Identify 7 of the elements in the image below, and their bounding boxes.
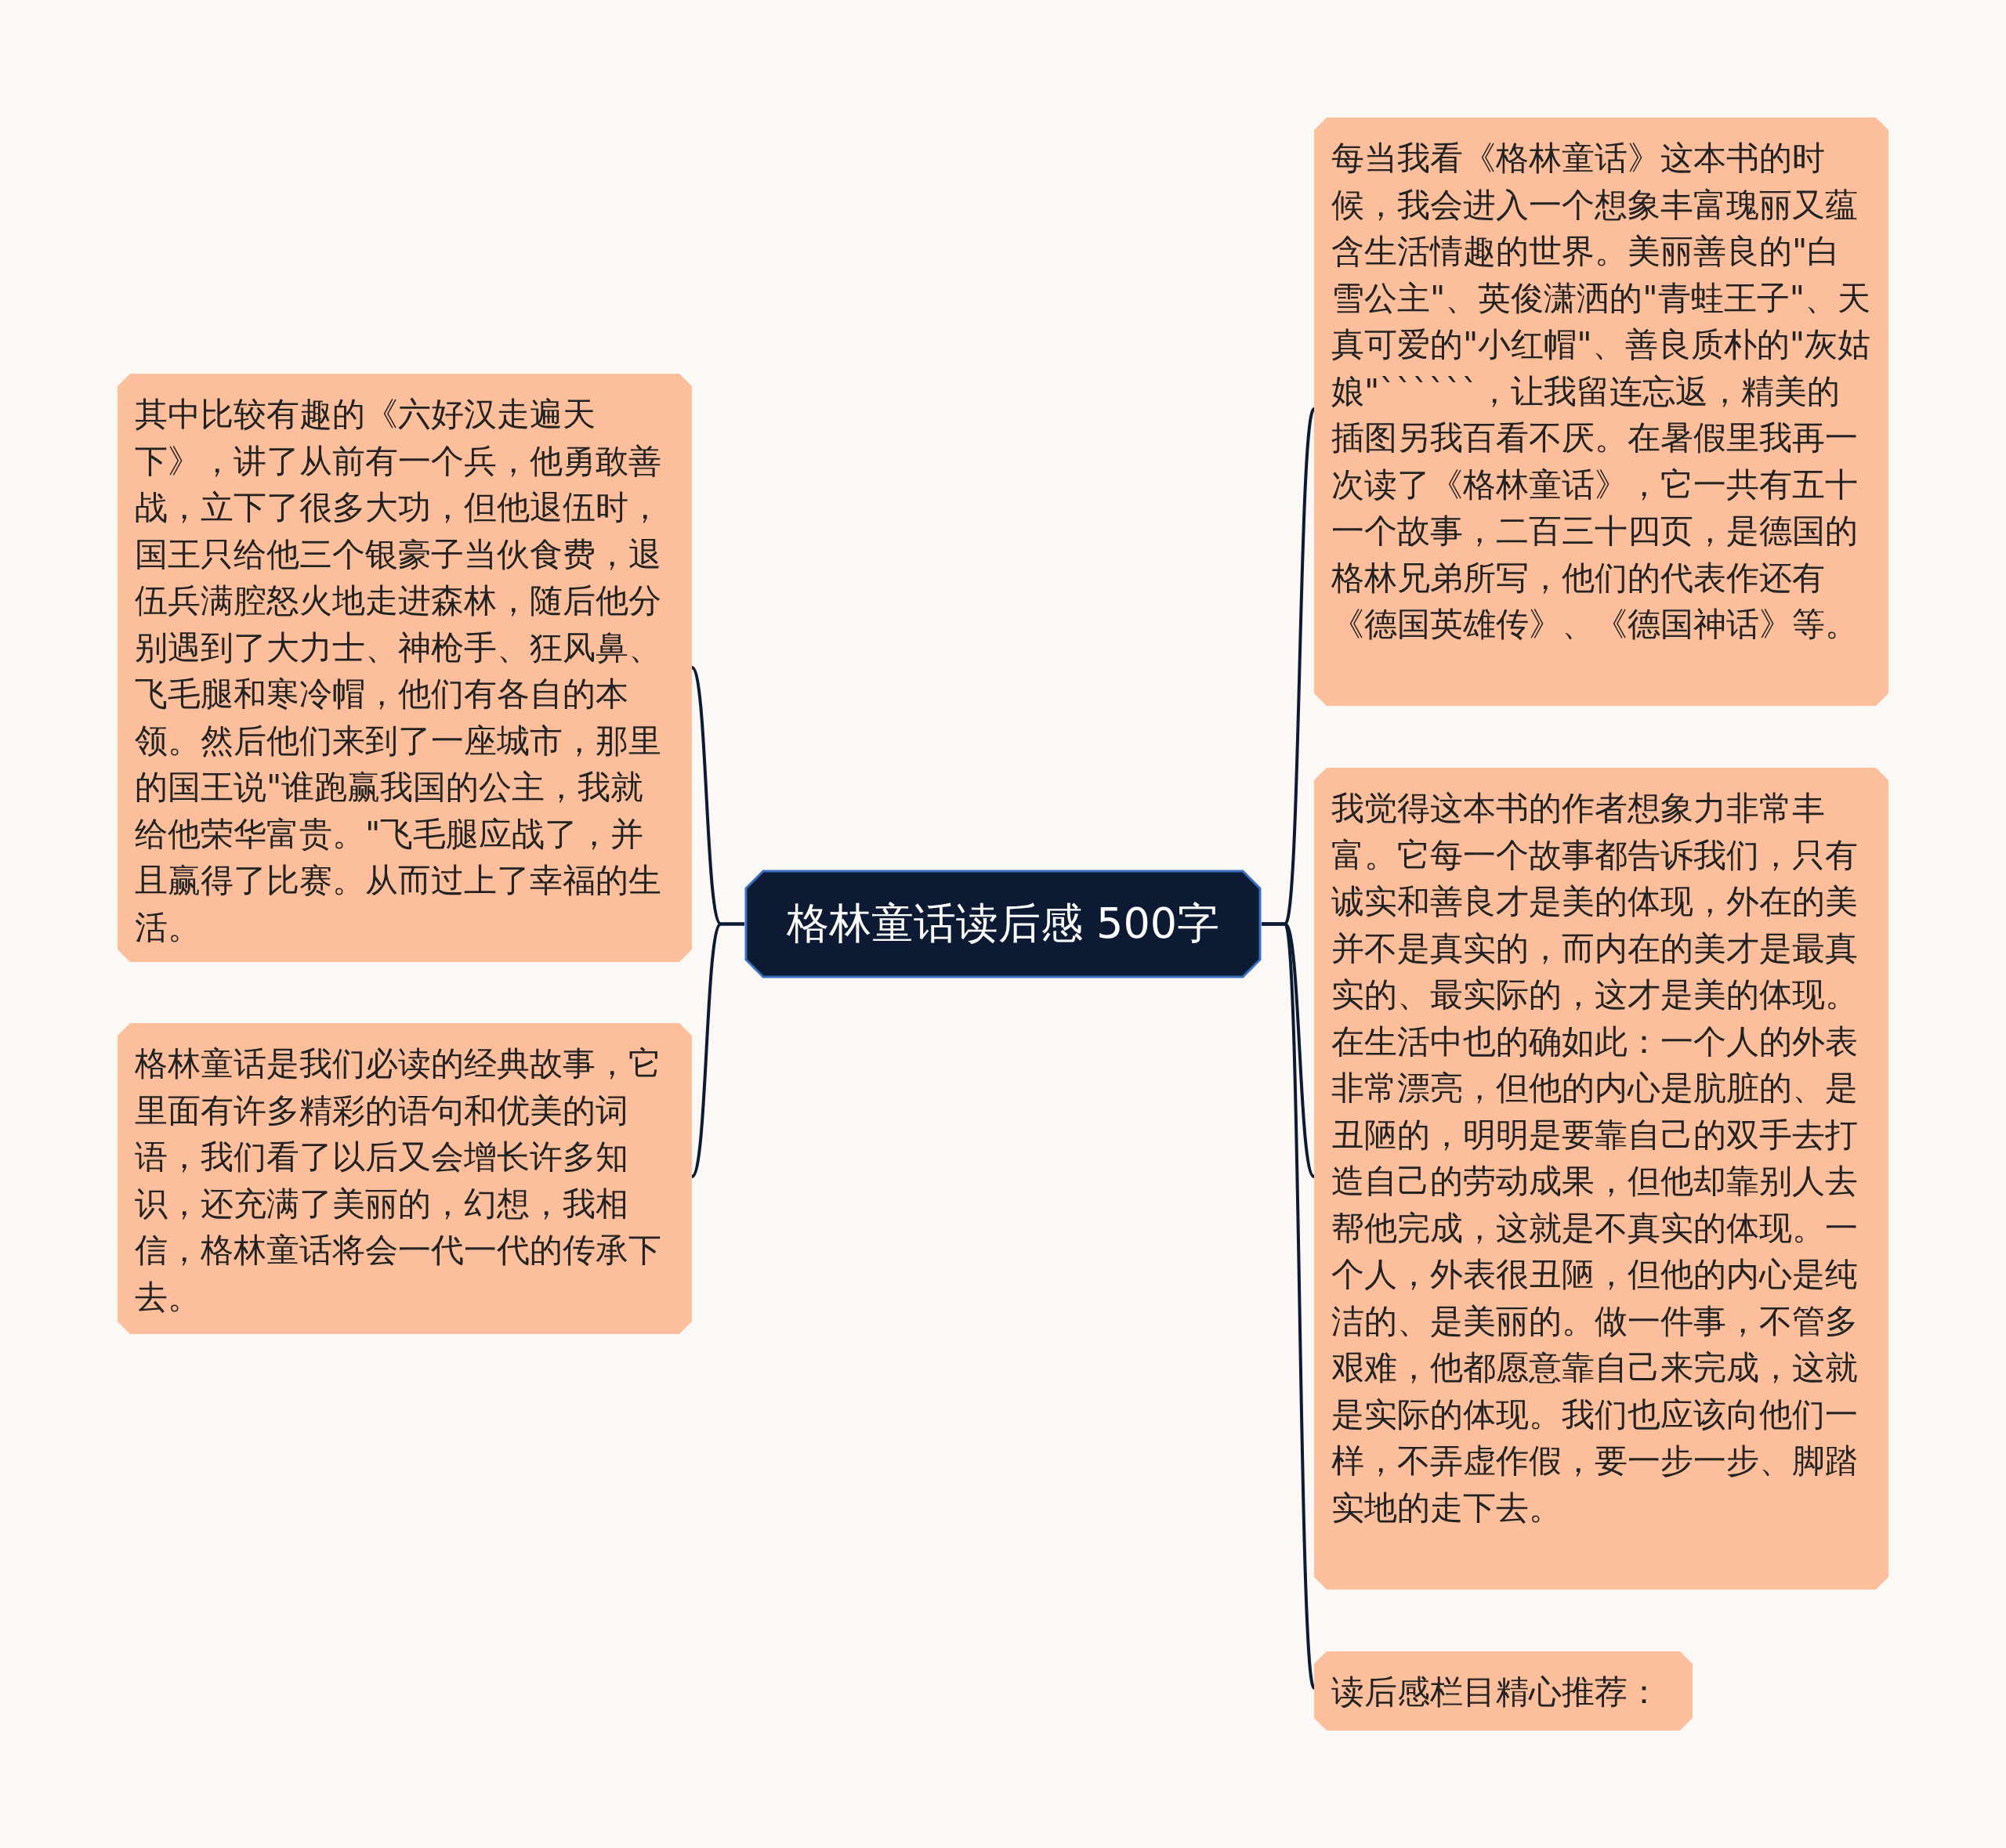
- topic-box: 我觉得这本书的作者想象力非常丰富。它每一个故事都告诉我们，只有诚实和善良才是美的体现，外在的美并不是真实的，而内在的美才是最真实的、最实际的，这才是美的体现。在生活中也的确如此：一个人的外表非常漂亮，但他的内心是肮脏的、是丑陋的，明明是要靠自己的双手去打造自己的劳动成果，但他却靠别人去帮他完成，这就是不真实的体现。一个人，外表很丑陋，但他的内心是纯洁的、是美丽的。做一件事，不管多艰难，他都愿意靠自己来完成，这就是实际的体现。我们也应该向他们一样，不弄虚作假，要一步一步、脚踏实地的走下去。: [1314, 768, 1888, 1589]
- topic-box: 格林童话是我们必读的经典故事，它里面有许多精彩的语句和优美的词语，我们看了以后又会增长许多知识，还充满了美丽的，幻想，我相信，格林童话将会一代一代的传承下去。: [118, 1023, 692, 1334]
- topic-box: 其中比较有趣的《六好汉走遍天下》，讲了从前有一个兵，他勇敢善战，立下了很多大功，但他退伍时，国王只给他三个银豪子当伙食费，退伍兵满腔怒火地走进森林，随后他分别遇到了大力士、神枪手、狂风鼻、飞毛腿和寒冷帽，他们有各自的本领。然后他们来到了一座城市，那里的国王说"谁跑赢我国的公主，我就给他荣华富贵。"飞毛腿应战了，并且赢得了比赛。从而过上了幸福的生活。: [118, 374, 692, 962]
- topic-box: 每当我看《格林童话》这本书的时候，我会进入一个想象丰富瑰丽又蕴含生活情趣的世界。美丽善良的"白雪公主"、英俊潇洒的"青蛙王子"、天真可爱的"小红帽"、善良质朴的"灰姑娘"``````，让我留连忘返，精美的插图另我百看不厌。在暑假里我再一次读了《格林童话》，它一共有五十一个故事，二百三十四页，是德国的格林兄弟所写，他们的代表作还有《德国英雄传》、《德国神话》等。: [1314, 118, 1888, 706]
- central-topic-box: 格林童话读后感 500字: [744, 870, 1262, 978]
- connector-line: [1262, 922, 1316, 1689]
- topic-box: 读后感栏目精心推荐：: [1314, 1651, 1693, 1730]
